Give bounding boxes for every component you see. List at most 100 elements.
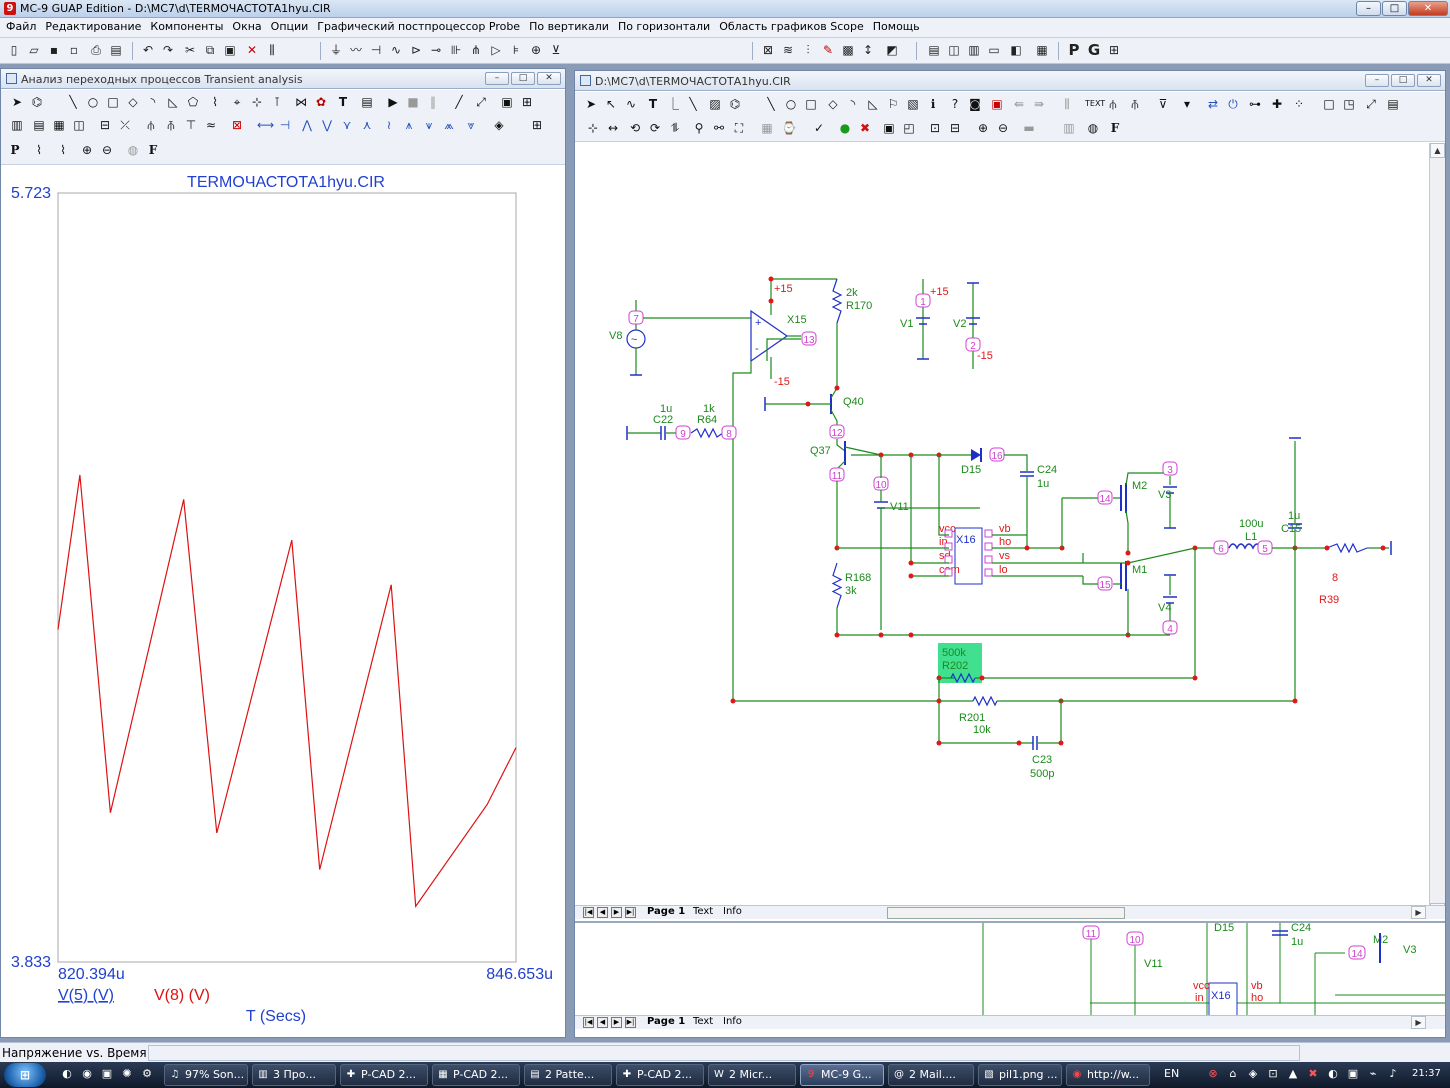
page-icon[interactable]: ◳ (1343, 97, 1355, 111)
ok-icon[interactable]: ● (839, 121, 851, 135)
legend-v8[interactable]: V(8) (V) (154, 987, 210, 1004)
group-icon[interactable]: ▣ (883, 121, 895, 135)
wire-icon[interactable]: ∿ (625, 97, 637, 111)
language-indicator[interactable]: EN (1164, 1067, 1180, 1080)
probe-icon[interactable]: ✎ (822, 43, 834, 57)
animate-icon[interactable]: ◈ (494, 118, 504, 132)
spread-icon[interactable]: ⫼ (1064, 97, 1070, 111)
valley-icon[interactable]: ⫚ (167, 118, 175, 132)
schematic-canvas[interactable]: ~V87+-X1513+15-152kR170Q40121uC2291kR648… (575, 143, 1428, 905)
check-icon[interactable]: ✓ (813, 121, 825, 135)
flag-icon[interactable]: ⚐ (887, 97, 899, 111)
mirror-icon[interactable]: ⥮ (670, 121, 680, 135)
inductor-icon[interactable]: ∿ (390, 43, 402, 57)
grid-c-icon[interactable]: ▦ (53, 118, 65, 132)
text-toggle-icon[interactable]: TEXT (1085, 99, 1106, 108)
tray-6-icon[interactable]: ✖ (1308, 1067, 1318, 1080)
save-icon[interactable]: ▪ (49, 43, 59, 57)
diamond-icon[interactable]: ◇ (128, 95, 138, 109)
pin2-icon[interactable]: ⫚ (1131, 97, 1139, 111)
zoom-out-icon[interactable]: ⊖ (101, 143, 113, 157)
lower-tab-info[interactable]: Info (723, 1016, 742, 1027)
window-layout-4-icon[interactable]: ▭ (988, 43, 1000, 57)
line-icon[interactable]: ╲ (69, 95, 77, 109)
p-format-icon[interactable]: P (10, 143, 20, 157)
power-on-icon[interactable]: ⏻ (1228, 97, 1238, 111)
calc-icon[interactable]: ▦ (761, 121, 773, 135)
grid-b-icon[interactable]: ▤ (33, 118, 45, 132)
front-icon[interactable]: ⊡ (929, 121, 941, 135)
square-icon[interactable]: □ (1323, 97, 1335, 111)
scroll-up-button[interactable]: ▲ (1430, 143, 1445, 158)
diode-icon[interactable]: ⊳ (410, 43, 422, 57)
clear-icon[interactable]: ⊠ (231, 118, 243, 132)
tray-4-icon[interactable]: ⊡ (1268, 1067, 1278, 1080)
g-icon[interactable]: G (1087, 41, 1101, 59)
rotate-icon[interactable]: ⟲ (629, 121, 641, 135)
tray-7-icon[interactable]: ◐ (1328, 1067, 1338, 1080)
task-item-9[interactable]: @2 Mail.... (888, 1064, 974, 1086)
diag-line-icon[interactable]: ╱ (455, 95, 463, 109)
flag2-icon[interactable]: ▣ (991, 97, 1003, 111)
waveform-b-icon[interactable]: ⌇ (60, 143, 66, 157)
font-icon[interactable]: F (148, 143, 158, 157)
rectangle-icon[interactable]: □ (107, 95, 119, 109)
color-icon[interactable]: ◍ (1087, 121, 1099, 135)
tray-1-icon[interactable]: ⊗ (1208, 1067, 1218, 1080)
p-icon[interactable]: P (1068, 41, 1080, 59)
menu-vertical[interactable]: По вертикали (529, 20, 609, 33)
arrow-right-icon[interactable]: ⇛ (1033, 97, 1045, 111)
inflection-icon[interactable]: ≀ (386, 118, 392, 132)
text-icon[interactable]: T (338, 95, 348, 109)
lower-tab-text[interactable]: Text (693, 1016, 714, 1027)
zoom-in-s-icon[interactable]: ⊕ (977, 121, 989, 135)
save-all-icon[interactable]: ▫ (69, 43, 79, 57)
component-icon[interactable]: ⌬ (31, 95, 43, 109)
tab-first-button[interactable]: |◀ (583, 907, 594, 918)
properties-icon[interactable]: ▤ (361, 95, 373, 109)
swap-icon[interactable]: ⇄ (1207, 97, 1219, 111)
start-button[interactable]: ⊞ (4, 1063, 46, 1087)
schematic-close-button[interactable]: ✕ (1417, 74, 1441, 87)
analysis-restore-button[interactable]: □ (511, 72, 535, 85)
task-item-2[interactable]: ▥3 Про... (252, 1064, 336, 1086)
menu-probe[interactable]: Графический постпроцессор Probe (317, 20, 521, 33)
quicklaunch-1-icon[interactable]: ◐ (62, 1067, 72, 1080)
opamp-icon[interactable]: ▷ (491, 43, 501, 57)
lower-tab-first-button[interactable]: |◀ (583, 1017, 594, 1028)
dropdown-icon[interactable]: ▾ (1183, 97, 1191, 111)
schematic-lower-pane[interactable]: 1110V11D15C241u14M2V3X16vccinvbho (575, 921, 1445, 1015)
table-grid-icon[interactable]: ⊞ (531, 118, 543, 132)
tab-text[interactable]: Text (693, 906, 714, 917)
maximize-button[interactable]: □ (1382, 1, 1407, 16)
slope2-icon[interactable]: ⋏ (362, 118, 372, 132)
window-layout-3-icon[interactable]: ▥ (968, 43, 980, 57)
dots-grid-icon[interactable]: ⁘ (1293, 97, 1305, 111)
quicklaunch-4-icon[interactable]: ✺ (122, 1067, 132, 1080)
open-file-icon[interactable]: ▱ (29, 43, 39, 57)
split-icon[interactable]: ⊟ (99, 118, 111, 132)
schematic-hscroll[interactable] (887, 907, 1125, 919)
task-item-4[interactable]: ▦P-CAD 2... (432, 1064, 520, 1086)
arc-icon[interactable]: ◝ (150, 95, 156, 109)
task-item-5[interactable]: ▤2 Patte... (524, 1064, 612, 1086)
connect-icon[interactable]: ⊶ (1249, 97, 1261, 111)
picture-icon[interactable]: ▧ (907, 97, 919, 111)
tray-3-icon[interactable]: ◈ (1248, 1067, 1258, 1080)
lower-tab-next-button[interactable]: ▶ (611, 1017, 622, 1028)
scope-icon[interactable]: ⊠ (762, 43, 774, 57)
ground-icon[interactable]: ⏚ (329, 43, 342, 57)
quicklaunch-3-icon[interactable]: ▣ (101, 1067, 113, 1080)
tray-9-icon[interactable]: ⌁ (1369, 1067, 1377, 1080)
select-all-icon[interactable]: ⫼ (269, 43, 275, 57)
flip-icon[interactable]: ⟳ (649, 121, 661, 135)
capacitor-icon[interactable]: ⊣ (370, 43, 382, 57)
tab-next-button[interactable]: ▶ (611, 907, 622, 918)
lower-scroll-right-button[interactable]: ▶ (1411, 1016, 1426, 1029)
scroll-right-button[interactable]: ▶ (1411, 906, 1426, 919)
drag-icon[interactable]: ⊹ (587, 121, 599, 135)
fill-icon[interactable]: ▬ (1023, 121, 1035, 135)
tag4-icon[interactable]: ⋈ (295, 95, 307, 109)
tab-last-button[interactable]: ▶| (625, 907, 636, 918)
